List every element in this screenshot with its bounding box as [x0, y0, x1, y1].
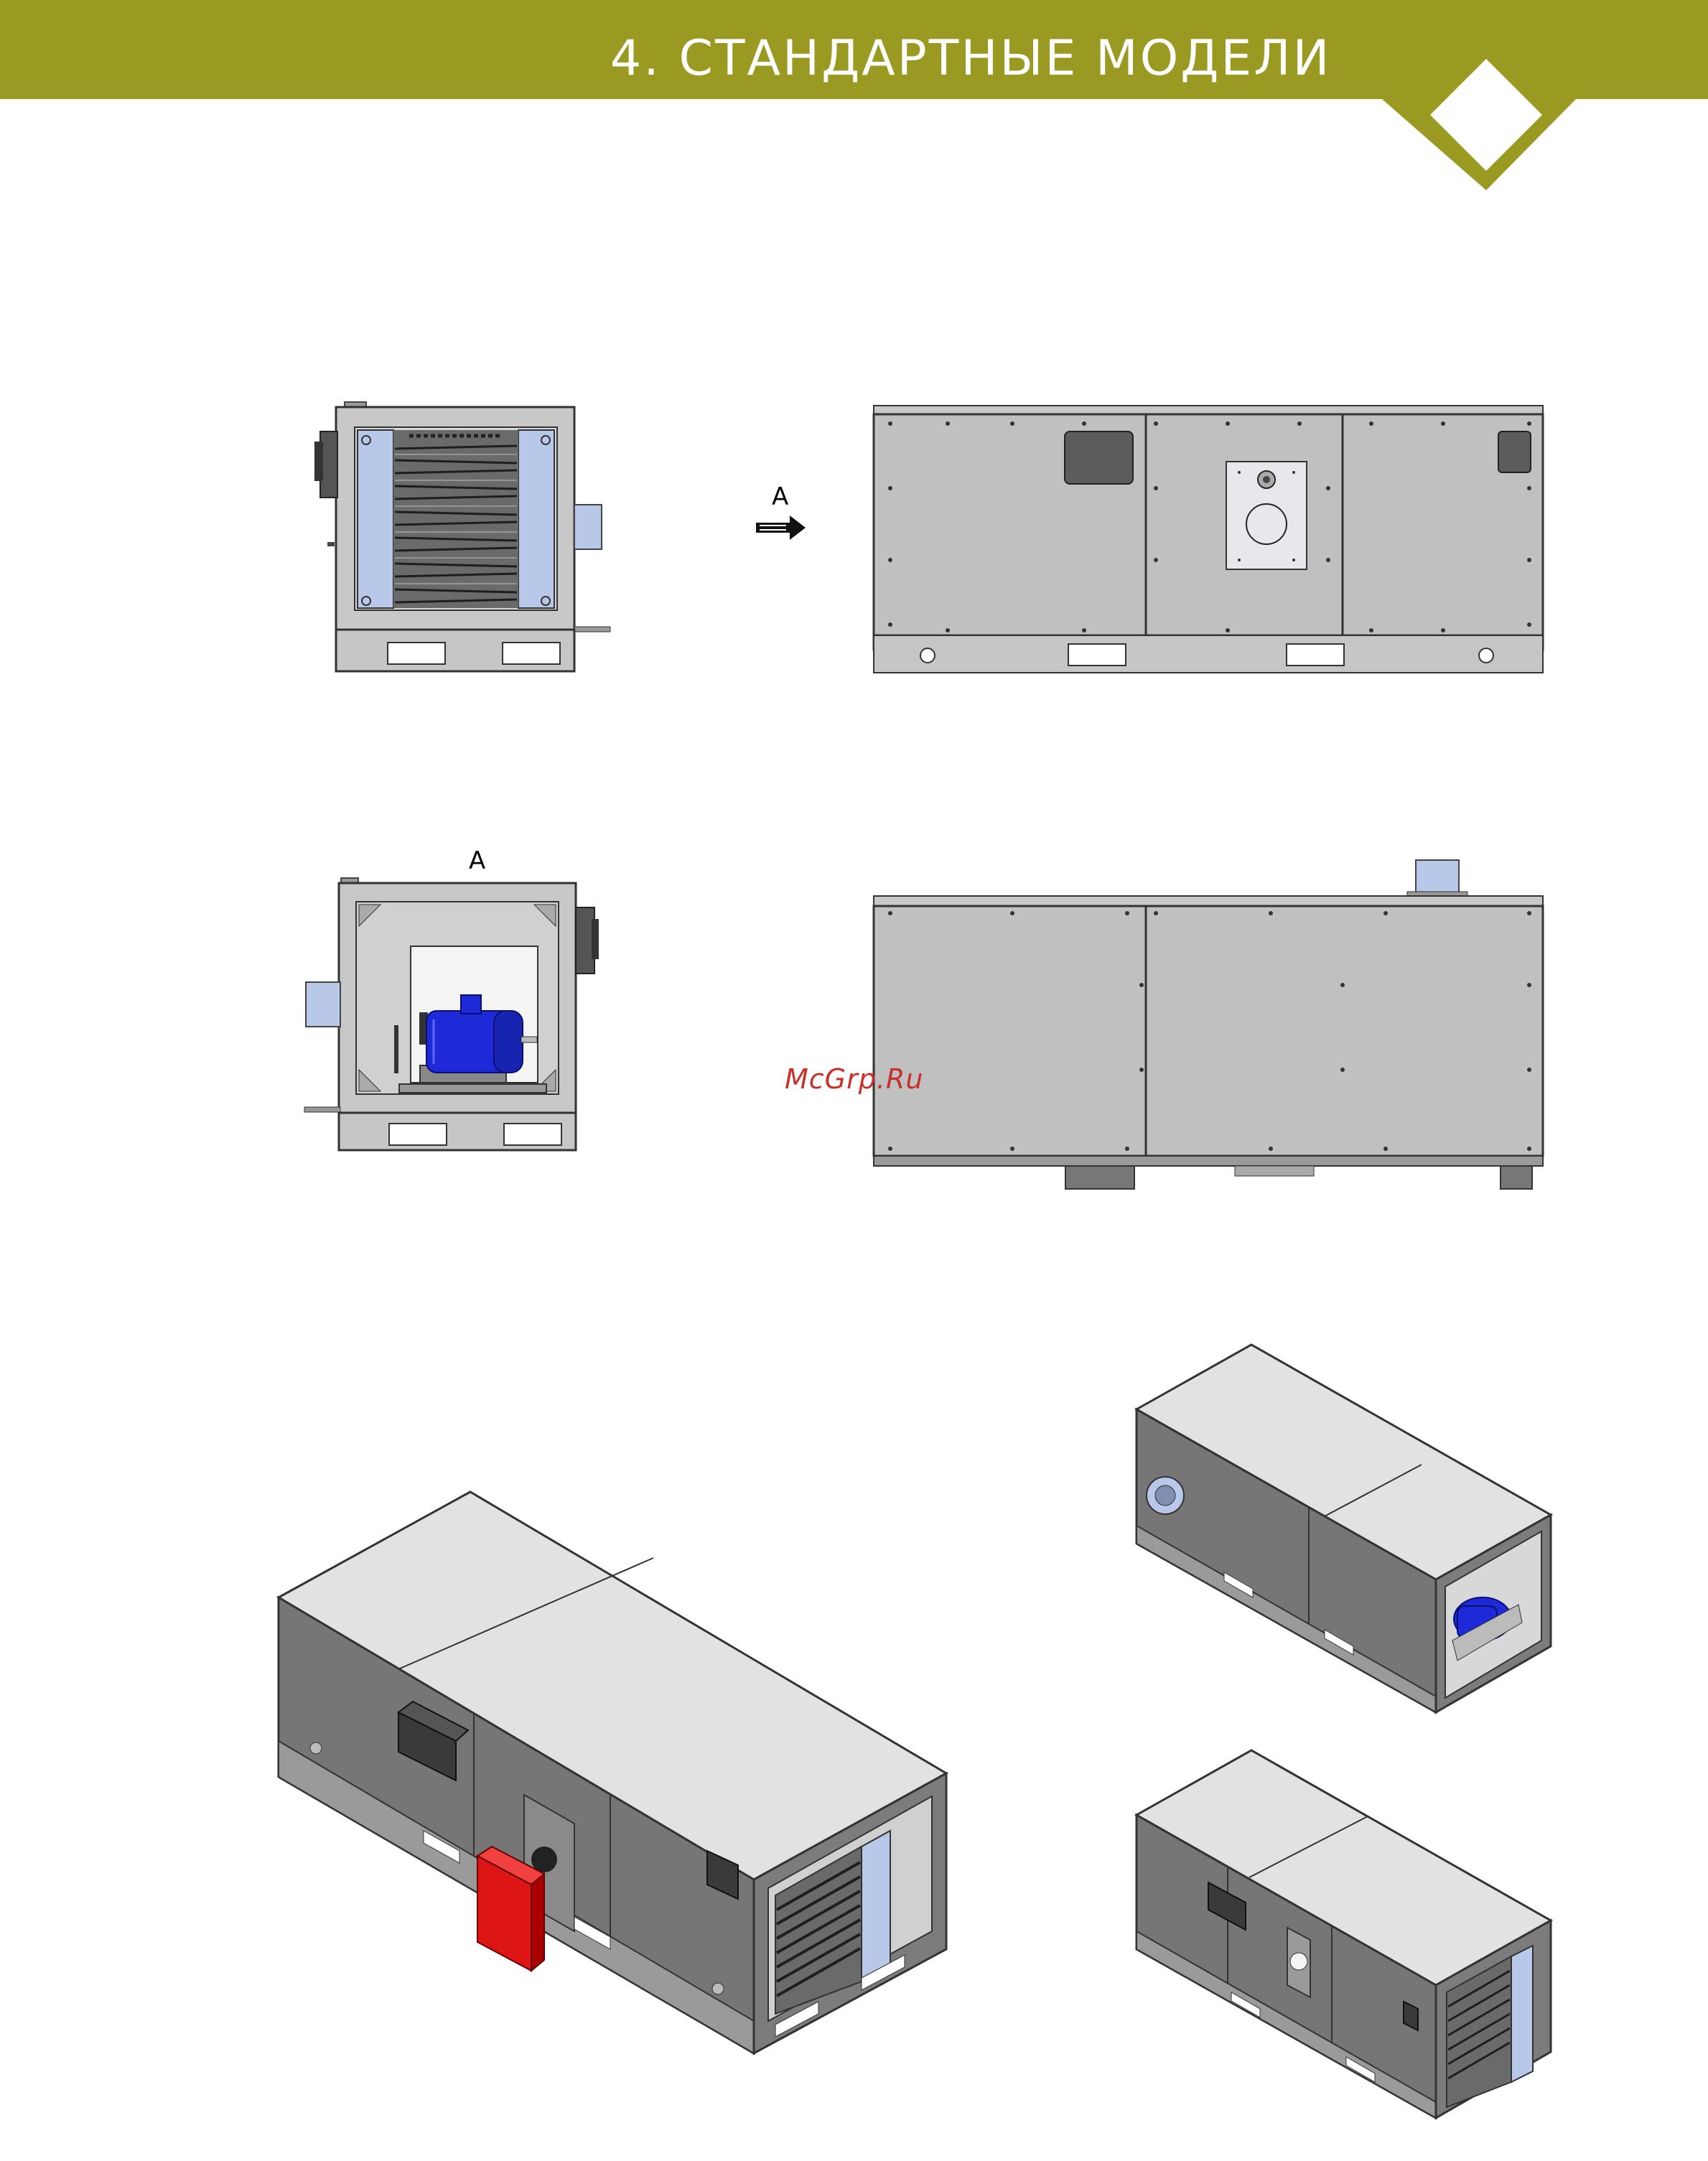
- isometric-burner-drawing: [1131, 1745, 1562, 2125]
- side-view-rear-drawing: [869, 854, 1554, 1195]
- side-view-burner-drawing: [869, 402, 1554, 678]
- page-title: 4. СТАНДАРТНЫЕ МОДЕЛИ: [610, 34, 1331, 83]
- view-arrow-icon: [754, 510, 808, 546]
- isometric-fan-drawing: [1131, 1339, 1562, 1719]
- front-view-drawing: [302, 398, 653, 682]
- watermark: McGrp.Ru: [785, 1065, 923, 1093]
- section-a-label: A: [469, 849, 485, 873]
- view-arrow-label: A: [772, 485, 788, 509]
- diamond-emblem-icon: [1368, 43, 1605, 201]
- isometric-main-drawing: [273, 1486, 955, 2068]
- section-a-view-drawing: [302, 876, 653, 1159]
